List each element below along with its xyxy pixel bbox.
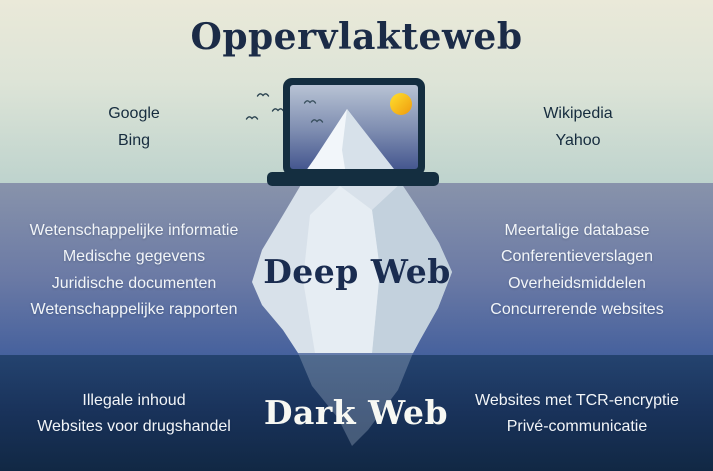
dark-item: Privé-communicatie [506,418,648,436]
deep-right-labels: Meertalige database Conferentieverslagen… [457,218,697,323]
dark-web-band [0,355,713,471]
dark-left-labels: Illegale inhoud Websites voor drugshande… [14,388,254,441]
dark-item: Illegale inhoud [82,392,186,409]
page-title: Oppervlakteweb [190,16,523,58]
dark-item: Websites met TCR-encryptie [475,392,679,409]
surface-right-labels: Wikipedia Yahoo [478,100,678,154]
deep-item: Conferentieverslagen [500,248,654,266]
dark-web-title: Dark Web [263,393,449,432]
surface-item: Yahoo [555,132,601,149]
dark-right-labels: Websites met TCR-encryptie Privé-communi… [457,388,697,441]
iceberg-tip [295,109,401,169]
deep-item: Concurrerende websites [490,300,664,318]
sun-icon [390,93,412,115]
bird-icon [245,93,285,120]
deep-item: Overheidsmiddelen [508,274,646,292]
surface-left-labels: Google Bing [34,100,234,154]
deep-item: Medische gegevens [62,248,206,266]
deep-item: Meertalige database [504,222,650,239]
deep-item: Wetenschappelijke rapporten [30,300,238,318]
deep-item: Juridische documenten [51,274,217,292]
laptop-base [267,172,439,186]
iceberg-bottom-faint [298,353,413,446]
deep-item: Wetenschappelijke informatie [29,222,239,239]
dark-item: Websites voor drugshandel [37,418,231,436]
laptop-icon [267,78,439,186]
deep-left-labels: Wetenschappelijke informatie Medische ge… [14,218,254,323]
deep-web-title: Deep Web [263,252,451,291]
surface-item: Google [108,105,160,122]
iceberg-underwater [252,183,452,353]
surface-item: Bing [117,132,151,149]
surface-item: Wikipedia [543,105,613,122]
